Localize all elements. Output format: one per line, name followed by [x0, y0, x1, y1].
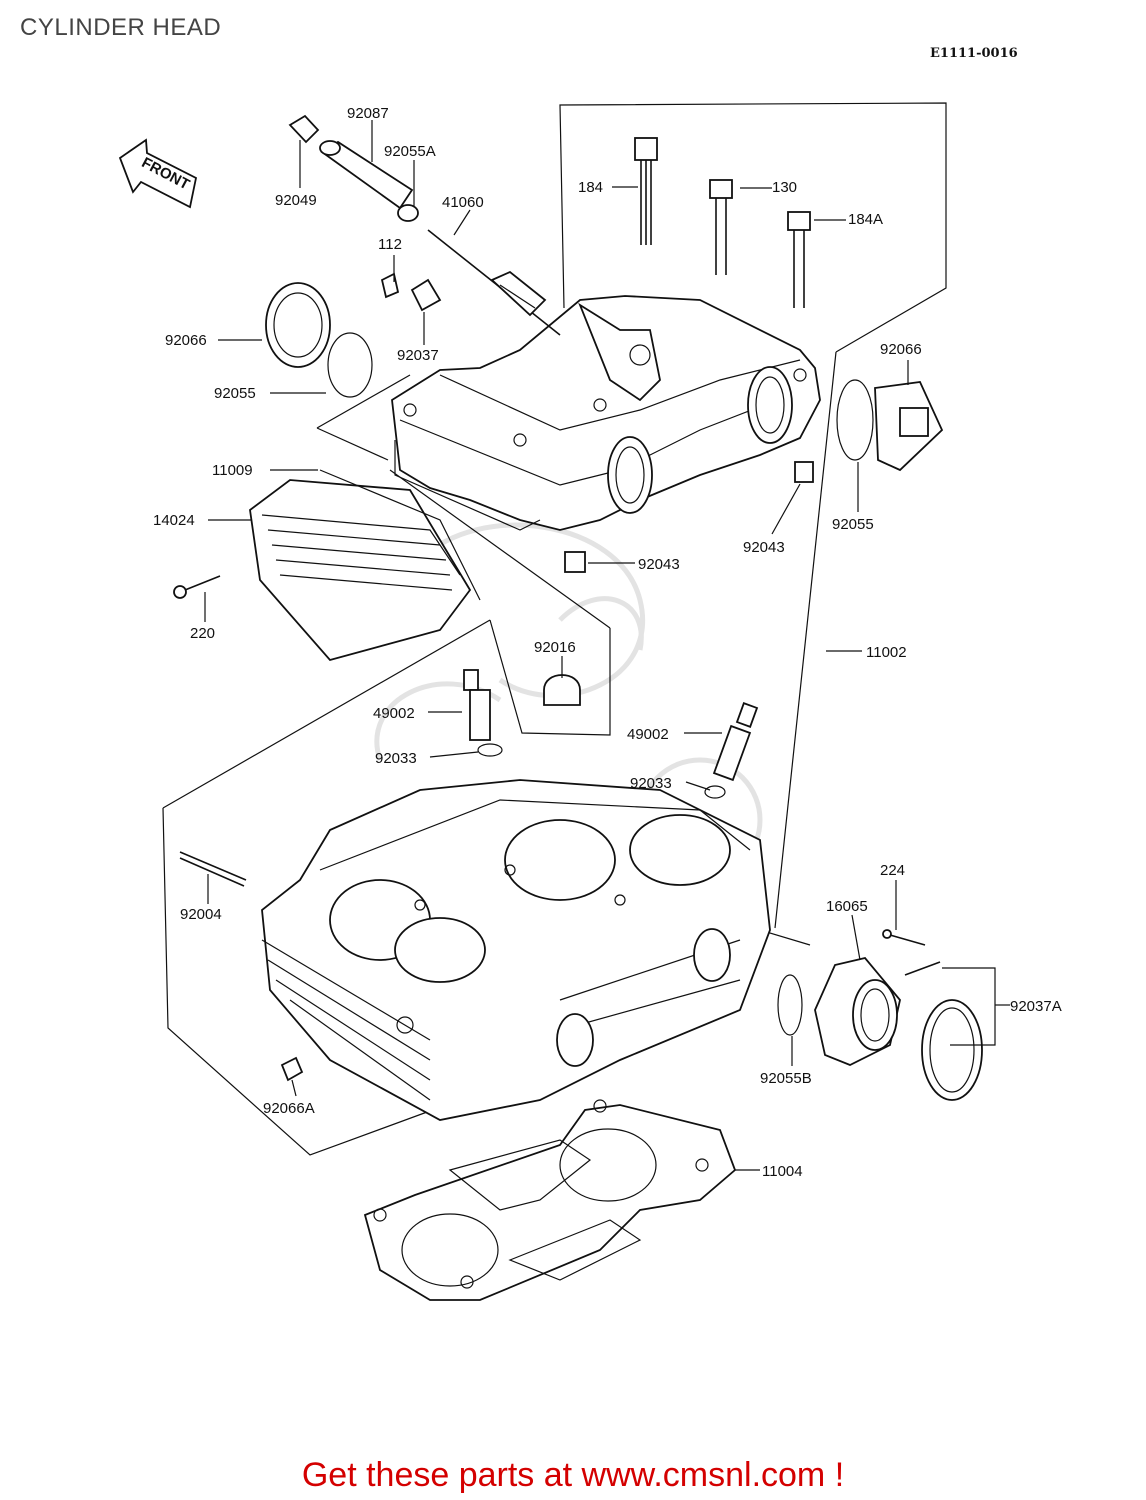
part-label-92066-right: 92066	[880, 341, 922, 358]
head-bolts	[634, 137, 811, 308]
left-cap	[265, 272, 442, 398]
part-label-11004: 11004	[762, 1163, 803, 1180]
valve-left	[463, 669, 503, 757]
part-label-184a: 184A	[848, 211, 883, 228]
part-label-92055b: 92055B	[760, 1070, 812, 1087]
part-label-92037: 92037	[397, 347, 439, 364]
valve-cover	[391, 295, 821, 531]
part-label-224: 224	[880, 862, 905, 879]
part-label-92055-left: 92055	[214, 385, 256, 402]
part-label-92055-right: 92055	[832, 516, 874, 533]
cam-cover	[173, 469, 481, 662]
tacho-shaft	[427, 229, 561, 336]
part-label-92087: 92087	[347, 105, 389, 122]
plug-92066A	[280, 1056, 304, 1082]
part-label-11009: 11009	[212, 462, 253, 479]
right-cap	[564, 379, 944, 573]
head-gasket	[363, 1099, 737, 1301]
assembly-outline	[162, 102, 947, 1156]
part-label-49002-left: 49002	[373, 705, 415, 722]
part-label-92033-left: 92033	[375, 750, 417, 767]
front-arrow-icon: FRONT	[118, 138, 198, 209]
valve-right	[704, 702, 759, 799]
leader-lines	[204, 120, 1010, 1171]
part-label-14024: 14024	[153, 512, 195, 529]
diagram-code: E1111-0016	[930, 46, 1018, 61]
cylinder-head	[261, 779, 771, 1121]
part-label-49002-right: 49002	[627, 726, 669, 743]
part-label-130: 130	[772, 179, 797, 196]
intake-holder	[777, 929, 983, 1101]
page-title: CYLINDER HEAD	[20, 14, 222, 41]
part-label-92066a: 92066A	[263, 1100, 315, 1117]
part-labels: 92087 92055A 92049 41060 112 184 130 184…	[153, 105, 1062, 1180]
part-label-112: 112	[378, 236, 402, 253]
part-label-92004: 92004	[180, 906, 222, 923]
part-label-92066-left: 92066	[165, 332, 207, 349]
cap-nut	[543, 674, 581, 706]
part-label-92016: 92016	[534, 639, 576, 656]
part-label-220: 220	[190, 625, 215, 642]
footer-promo-link[interactable]: Get these parts at www.cmsnl.com !	[301, 1456, 845, 1494]
part-label-184: 184	[578, 179, 603, 196]
part-label-92033-right: 92033	[630, 775, 672, 792]
part-label-92043-right: 92043	[743, 539, 785, 556]
part-label-92049: 92049	[275, 192, 317, 209]
stud-92004	[179, 851, 247, 887]
part-label-11002: 11002	[866, 644, 907, 661]
part-label-41060: 41060	[442, 194, 484, 211]
tacho-housing	[288, 114, 419, 222]
part-label-92043-center: 92043	[638, 556, 680, 573]
part-label-16065: 16065	[826, 898, 868, 915]
part-label-92055a: 92055A	[384, 143, 436, 160]
part-label-92037a: 92037A	[1010, 998, 1062, 1015]
